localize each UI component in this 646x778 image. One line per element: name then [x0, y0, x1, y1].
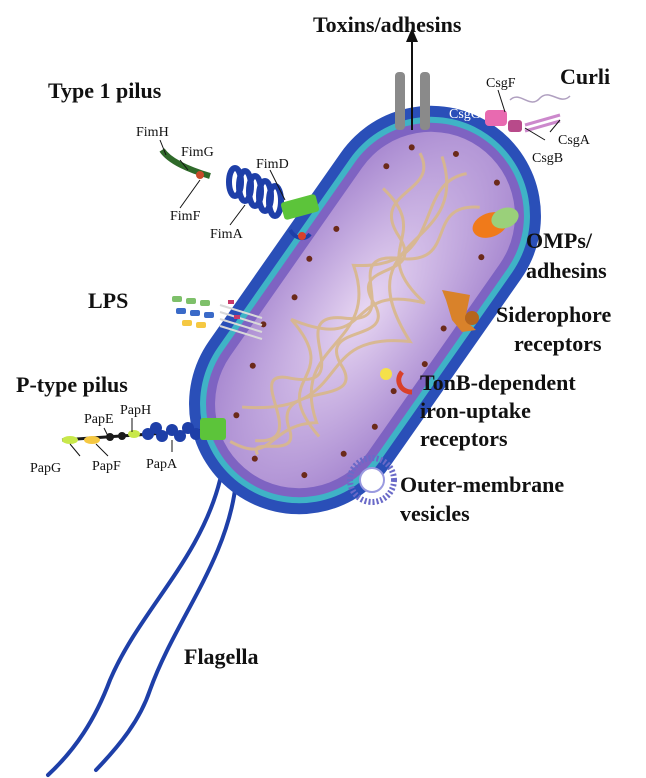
label-tonb-3: receptors: [420, 426, 508, 451]
label-csgf: CsgF: [486, 76, 516, 91]
label-siderophore-1: Siderophore: [496, 302, 612, 327]
label-lps: LPS: [88, 288, 128, 313]
label-papf: PapF: [92, 459, 121, 474]
label-omv-2: vesicles: [400, 501, 470, 526]
label-tonb-2: iron-uptake: [420, 398, 531, 423]
label-type1-pilus: Type 1 pilus: [48, 78, 162, 103]
label-omv-1: Outer-membrane: [400, 472, 564, 497]
label-curli: Curli: [560, 64, 610, 89]
label-siderophore-2: receptors: [514, 331, 602, 356]
label-fimh: FimH: [136, 125, 169, 140]
label-tonb-1: TonB-dependent: [420, 370, 576, 395]
toxin-channel: [395, 28, 430, 130]
label-fima: FimA: [210, 227, 244, 242]
label-toxins: Toxins/adhesins: [313, 12, 462, 37]
label-papa: PapA: [146, 457, 178, 472]
flagella: [48, 480, 236, 775]
label-csgb: CsgB: [532, 151, 563, 166]
label-flagella: Flagella: [184, 644, 259, 669]
label-papg: PapG: [30, 461, 61, 476]
label-pape: PapE: [84, 412, 114, 427]
label-fimg: FimG: [181, 145, 214, 160]
label-paph: PapH: [120, 403, 151, 418]
label-csgg: CsgG: [449, 107, 481, 122]
label-fimf: FimF: [170, 209, 201, 224]
label-omps-1: OMPs/: [526, 228, 593, 253]
label-omps-2: adhesins: [526, 258, 607, 283]
label-ptype-pilus: P-type pilus: [16, 372, 128, 397]
label-csga: CsgA: [558, 133, 591, 148]
label-fimd: FimD: [256, 157, 289, 172]
